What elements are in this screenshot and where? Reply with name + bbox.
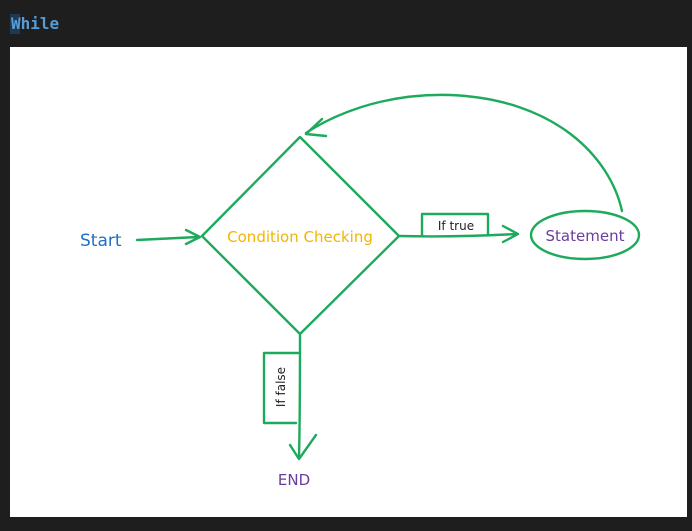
loop-back-arrow [304,93,624,213]
end-label: END [278,471,310,489]
true-arrowhead [501,224,520,244]
loop-back-arrowhead [304,117,328,138]
start-arrowhead [184,228,202,246]
if-false-box [262,351,301,425]
statement-label: Statement [546,227,625,245]
condition-label: Condition Checking [227,228,373,246]
start-arrow [135,235,200,242]
statement-ellipse [529,209,641,261]
false-arrowhead [288,433,318,461]
text-cursor [10,14,20,34]
flowchart: Start Condition Checking If true Stateme… [80,93,641,489]
if-true-label: If true [438,219,474,233]
true-arrow [397,232,518,238]
start-label: Start [80,231,122,251]
false-arrow [297,332,302,459]
if-true-box [420,212,490,238]
if-false-label: If false [274,367,288,407]
page-title: While [11,14,60,33]
diagram-canvas: Start Condition Checking If true Stateme… [10,47,687,517]
